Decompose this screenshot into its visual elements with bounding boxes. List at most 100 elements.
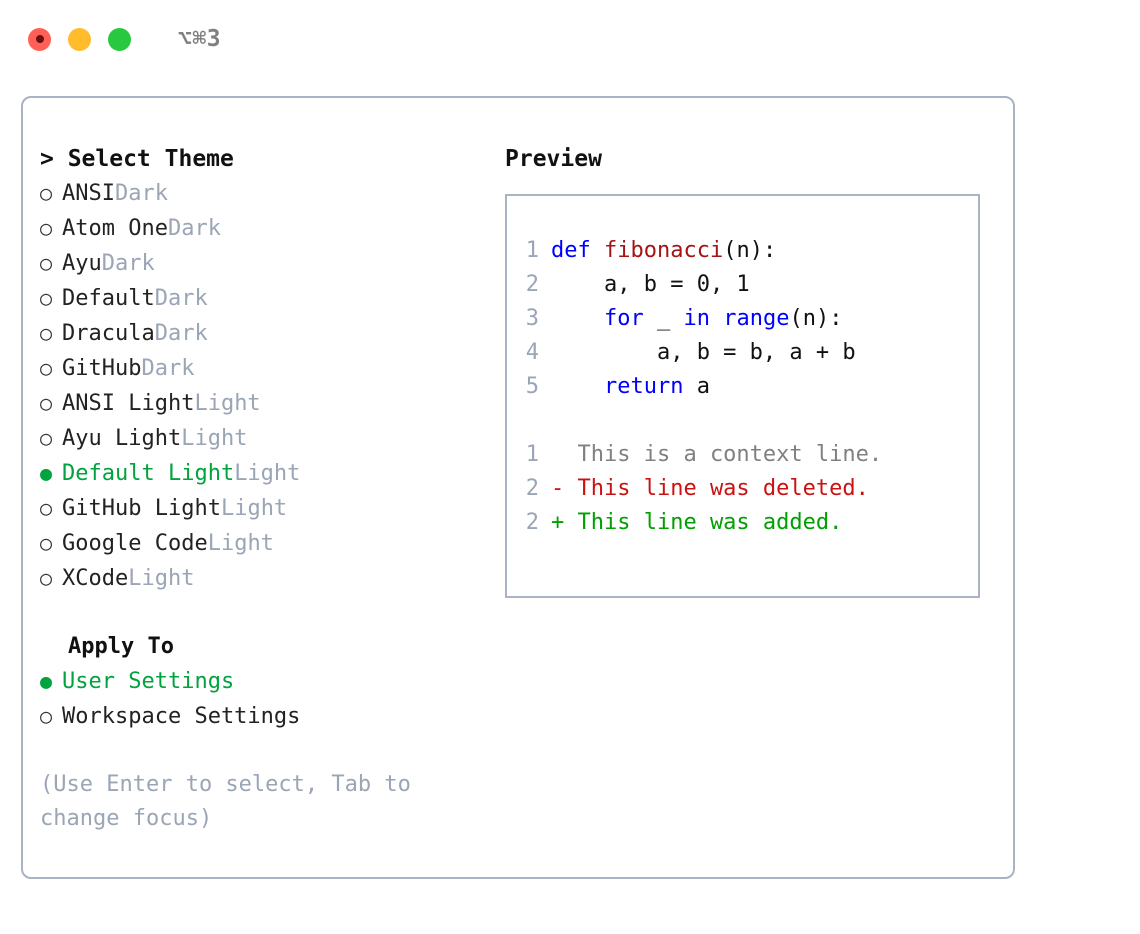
radio-icon: ○ bbox=[40, 181, 53, 205]
line-number: 1 bbox=[525, 442, 539, 467]
theme-option-label: Ayu bbox=[62, 251, 102, 276]
theme-option-label: Google Code bbox=[62, 531, 208, 556]
theme-option-default-dark[interactable]: ○ Default Dark bbox=[40, 281, 483, 316]
radio-icon: ○ bbox=[40, 391, 53, 415]
token-plain: a, b = b, a + b bbox=[551, 340, 856, 365]
theme-option-dracula-dark[interactable]: ○ Dracula Dark bbox=[40, 316, 483, 351]
radio-icon: ○ bbox=[40, 286, 53, 310]
preview-pane: Preview 1 def fibonacci(n): 2 a, b = 0, … bbox=[483, 142, 1013, 836]
line-number: 2 bbox=[525, 272, 539, 297]
theme-option-badge: Light bbox=[220, 496, 288, 521]
token-keyword: range bbox=[723, 306, 790, 331]
line-number: 3 bbox=[525, 306, 539, 331]
token-plain: (n): bbox=[789, 306, 843, 331]
apply-to-option-user-settings[interactable]: ● User Settings bbox=[40, 664, 483, 699]
theme-option-label: Dracula bbox=[62, 321, 155, 346]
theme-option-badge: Dark bbox=[114, 181, 168, 206]
apply-to-option-label: User Settings bbox=[62, 669, 235, 694]
radio-icon: ○ bbox=[40, 356, 53, 380]
radio-icon-selected: ● bbox=[40, 669, 53, 693]
theme-option-label: Default bbox=[62, 286, 155, 311]
theme-option-ansi-light[interactable]: ○ ANSI Light Light bbox=[40, 386, 483, 421]
theme-option-label: Default Light bbox=[62, 461, 235, 486]
diff-content: - This line was deleted. bbox=[551, 476, 869, 501]
code-sample: 1 def fibonacci(n): 2 a, b = 0, 1 3 for … bbox=[507, 234, 978, 404]
theme-option-badge: Dark bbox=[154, 321, 208, 346]
code-line: 1 def fibonacci(n): bbox=[507, 234, 978, 268]
theme-option-badge: Light bbox=[207, 531, 274, 556]
theme-option-xcode[interactable]: ○ XCode Light bbox=[40, 561, 483, 596]
diff-line-deleted: 2 - This line was deleted. bbox=[507, 472, 978, 506]
token-plain: (n): bbox=[723, 238, 777, 263]
code-diff-separator bbox=[507, 404, 978, 438]
apply-to-option-list: ● User Settings ○ Workspace Settings bbox=[40, 664, 483, 734]
theme-option-label: GitHub bbox=[62, 356, 142, 381]
token-plain bbox=[551, 306, 604, 331]
diff-sample: 1 This is a context line. 2 - This line … bbox=[507, 438, 978, 540]
maximize-button[interactable] bbox=[108, 27, 131, 51]
theme-option-list: ○ ANSI Dark ○ Atom One Dark ○ Ayu Dark bbox=[40, 176, 483, 596]
code-line: 4 a, b = b, a + b bbox=[507, 336, 978, 370]
keyboard-shortcut-label: ⌥⌘3 bbox=[178, 25, 222, 52]
theme-option-google-code[interactable]: ○ Google Code Light bbox=[40, 526, 483, 561]
theme-option-badge: Light bbox=[128, 566, 195, 591]
theme-option-badge: Light bbox=[234, 461, 301, 486]
theme-option-badge: Dark bbox=[154, 286, 208, 311]
token-plain: _ bbox=[643, 306, 684, 331]
apply-to-heading: Apply To bbox=[68, 634, 174, 659]
theme-option-ansi-dark[interactable]: ○ ANSI Dark bbox=[40, 176, 483, 211]
theme-option-badge: Dark bbox=[101, 251, 155, 276]
minimize-button[interactable] bbox=[68, 27, 91, 51]
radio-icon: ○ bbox=[40, 531, 53, 555]
radio-icon: ○ bbox=[40, 566, 53, 590]
code-content: a, b = 0, 1 bbox=[551, 268, 750, 302]
code-line: 2 a, b = 0, 1 bbox=[507, 268, 978, 302]
diff-content: + This line was added. bbox=[551, 510, 843, 535]
select-theme-heading: > Select Theme bbox=[40, 146, 234, 172]
preview-heading: Preview bbox=[505, 146, 602, 172]
code-content: a, b = b, a + b bbox=[551, 336, 856, 370]
line-number: 5 bbox=[525, 374, 539, 399]
radio-icon: ○ bbox=[40, 704, 53, 728]
traffic-lights bbox=[28, 27, 131, 51]
theme-option-label: XCode bbox=[62, 566, 129, 591]
token-keyword: for bbox=[603, 306, 644, 331]
theme-option-badge: Light bbox=[194, 391, 261, 416]
line-number: 1 bbox=[525, 238, 539, 263]
line-number: 4 bbox=[525, 340, 539, 365]
theme-option-atom-one-dark[interactable]: ○ Atom One Dark bbox=[40, 211, 483, 246]
theme-option-badge: Dark bbox=[167, 216, 221, 241]
list-spacer bbox=[40, 596, 483, 630]
close-button[interactable] bbox=[28, 27, 51, 51]
theme-option-github-dark[interactable]: ○ GitHub Dark bbox=[40, 351, 483, 386]
radio-icon: ○ bbox=[40, 426, 53, 450]
hint-spacer bbox=[40, 734, 483, 768]
radio-icon: ○ bbox=[40, 216, 53, 240]
theme-option-ayu-dark[interactable]: ○ Ayu Dark bbox=[40, 246, 483, 281]
line-number: 2 bbox=[525, 476, 539, 501]
token-plain: a bbox=[683, 374, 710, 399]
radio-icon: ○ bbox=[40, 321, 53, 345]
line-number: 2 bbox=[525, 510, 539, 535]
theme-option-github-light[interactable]: ○ GitHub Light Light bbox=[40, 491, 483, 526]
theme-option-default-light[interactable]: ● Default Light Light bbox=[40, 456, 483, 491]
theme-option-label: GitHub Light bbox=[62, 496, 221, 521]
token-plain bbox=[710, 306, 723, 331]
theme-option-label: ANSI Light bbox=[62, 391, 195, 416]
theme-option-badge: Light bbox=[181, 426, 248, 451]
token-function: fibonacci bbox=[603, 238, 724, 263]
title-bar: ⌥⌘3 bbox=[0, 0, 1140, 78]
token-keyword: def bbox=[551, 238, 604, 263]
radio-icon: ○ bbox=[40, 496, 53, 520]
token-keyword: in bbox=[683, 306, 710, 331]
apply-to-option-workspace-settings[interactable]: ○ Workspace Settings bbox=[40, 699, 483, 734]
radio-icon-selected: ● bbox=[40, 461, 53, 485]
theme-option-ayu-light[interactable]: ○ Ayu Light Light bbox=[40, 421, 483, 456]
preview-box: 1 def fibonacci(n): 2 a, b = 0, 1 3 for … bbox=[505, 194, 980, 598]
main-card: > Select Theme ○ ANSI Dark ○ Atom One Da… bbox=[21, 96, 1015, 879]
token-plain: a, b = 0, 1 bbox=[551, 272, 750, 297]
keyboard-hint-text: (Use Enter to select, Tab to change focu… bbox=[40, 772, 411, 831]
theme-option-label: ANSI bbox=[62, 181, 115, 206]
code-content: for _ in range(n): bbox=[551, 302, 842, 336]
